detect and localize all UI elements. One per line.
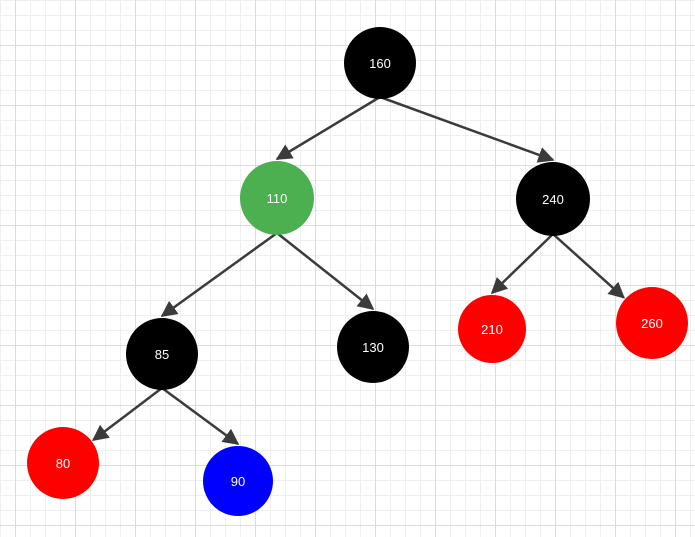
tree-node-160[interactable]: 160 <box>344 27 416 99</box>
tree-node-90[interactable]: 90 <box>203 446 273 516</box>
node-label: 210 <box>481 321 503 337</box>
tree-node-130[interactable]: 130 <box>337 311 409 383</box>
tree-edge-160-to-110[interactable] <box>275 95 381 161</box>
tree-edge-110-to-130[interactable] <box>276 232 375 311</box>
tree-edge-110-to-85[interactable] <box>160 231 278 318</box>
node-label: 110 <box>266 190 288 206</box>
node-label: 260 <box>641 315 663 331</box>
tree-node-85[interactable]: 85 <box>126 318 198 390</box>
tree-edge-85-to-80[interactable] <box>91 387 163 442</box>
tree-edge-240-to-210[interactable] <box>490 233 554 295</box>
node-label: 85 <box>154 346 170 362</box>
node-label: 160 <box>369 55 391 71</box>
tree-node-110[interactable]: 110 <box>240 161 314 235</box>
node-label: 130 <box>362 339 384 355</box>
tree-edge-160-to-240[interactable] <box>379 95 555 163</box>
node-label: 80 <box>55 455 71 471</box>
tree-node-80[interactable]: 80 <box>27 427 99 499</box>
tree-edge-85-to-90[interactable] <box>161 386 240 446</box>
tree-edge-240-to-260[interactable] <box>552 233 625 299</box>
node-label: 240 <box>542 191 564 207</box>
tree-node-240[interactable]: 240 <box>516 162 590 236</box>
tree-node-210[interactable]: 210 <box>458 295 526 363</box>
node-label: 90 <box>230 473 246 489</box>
tree-node-260[interactable]: 260 <box>616 287 688 359</box>
